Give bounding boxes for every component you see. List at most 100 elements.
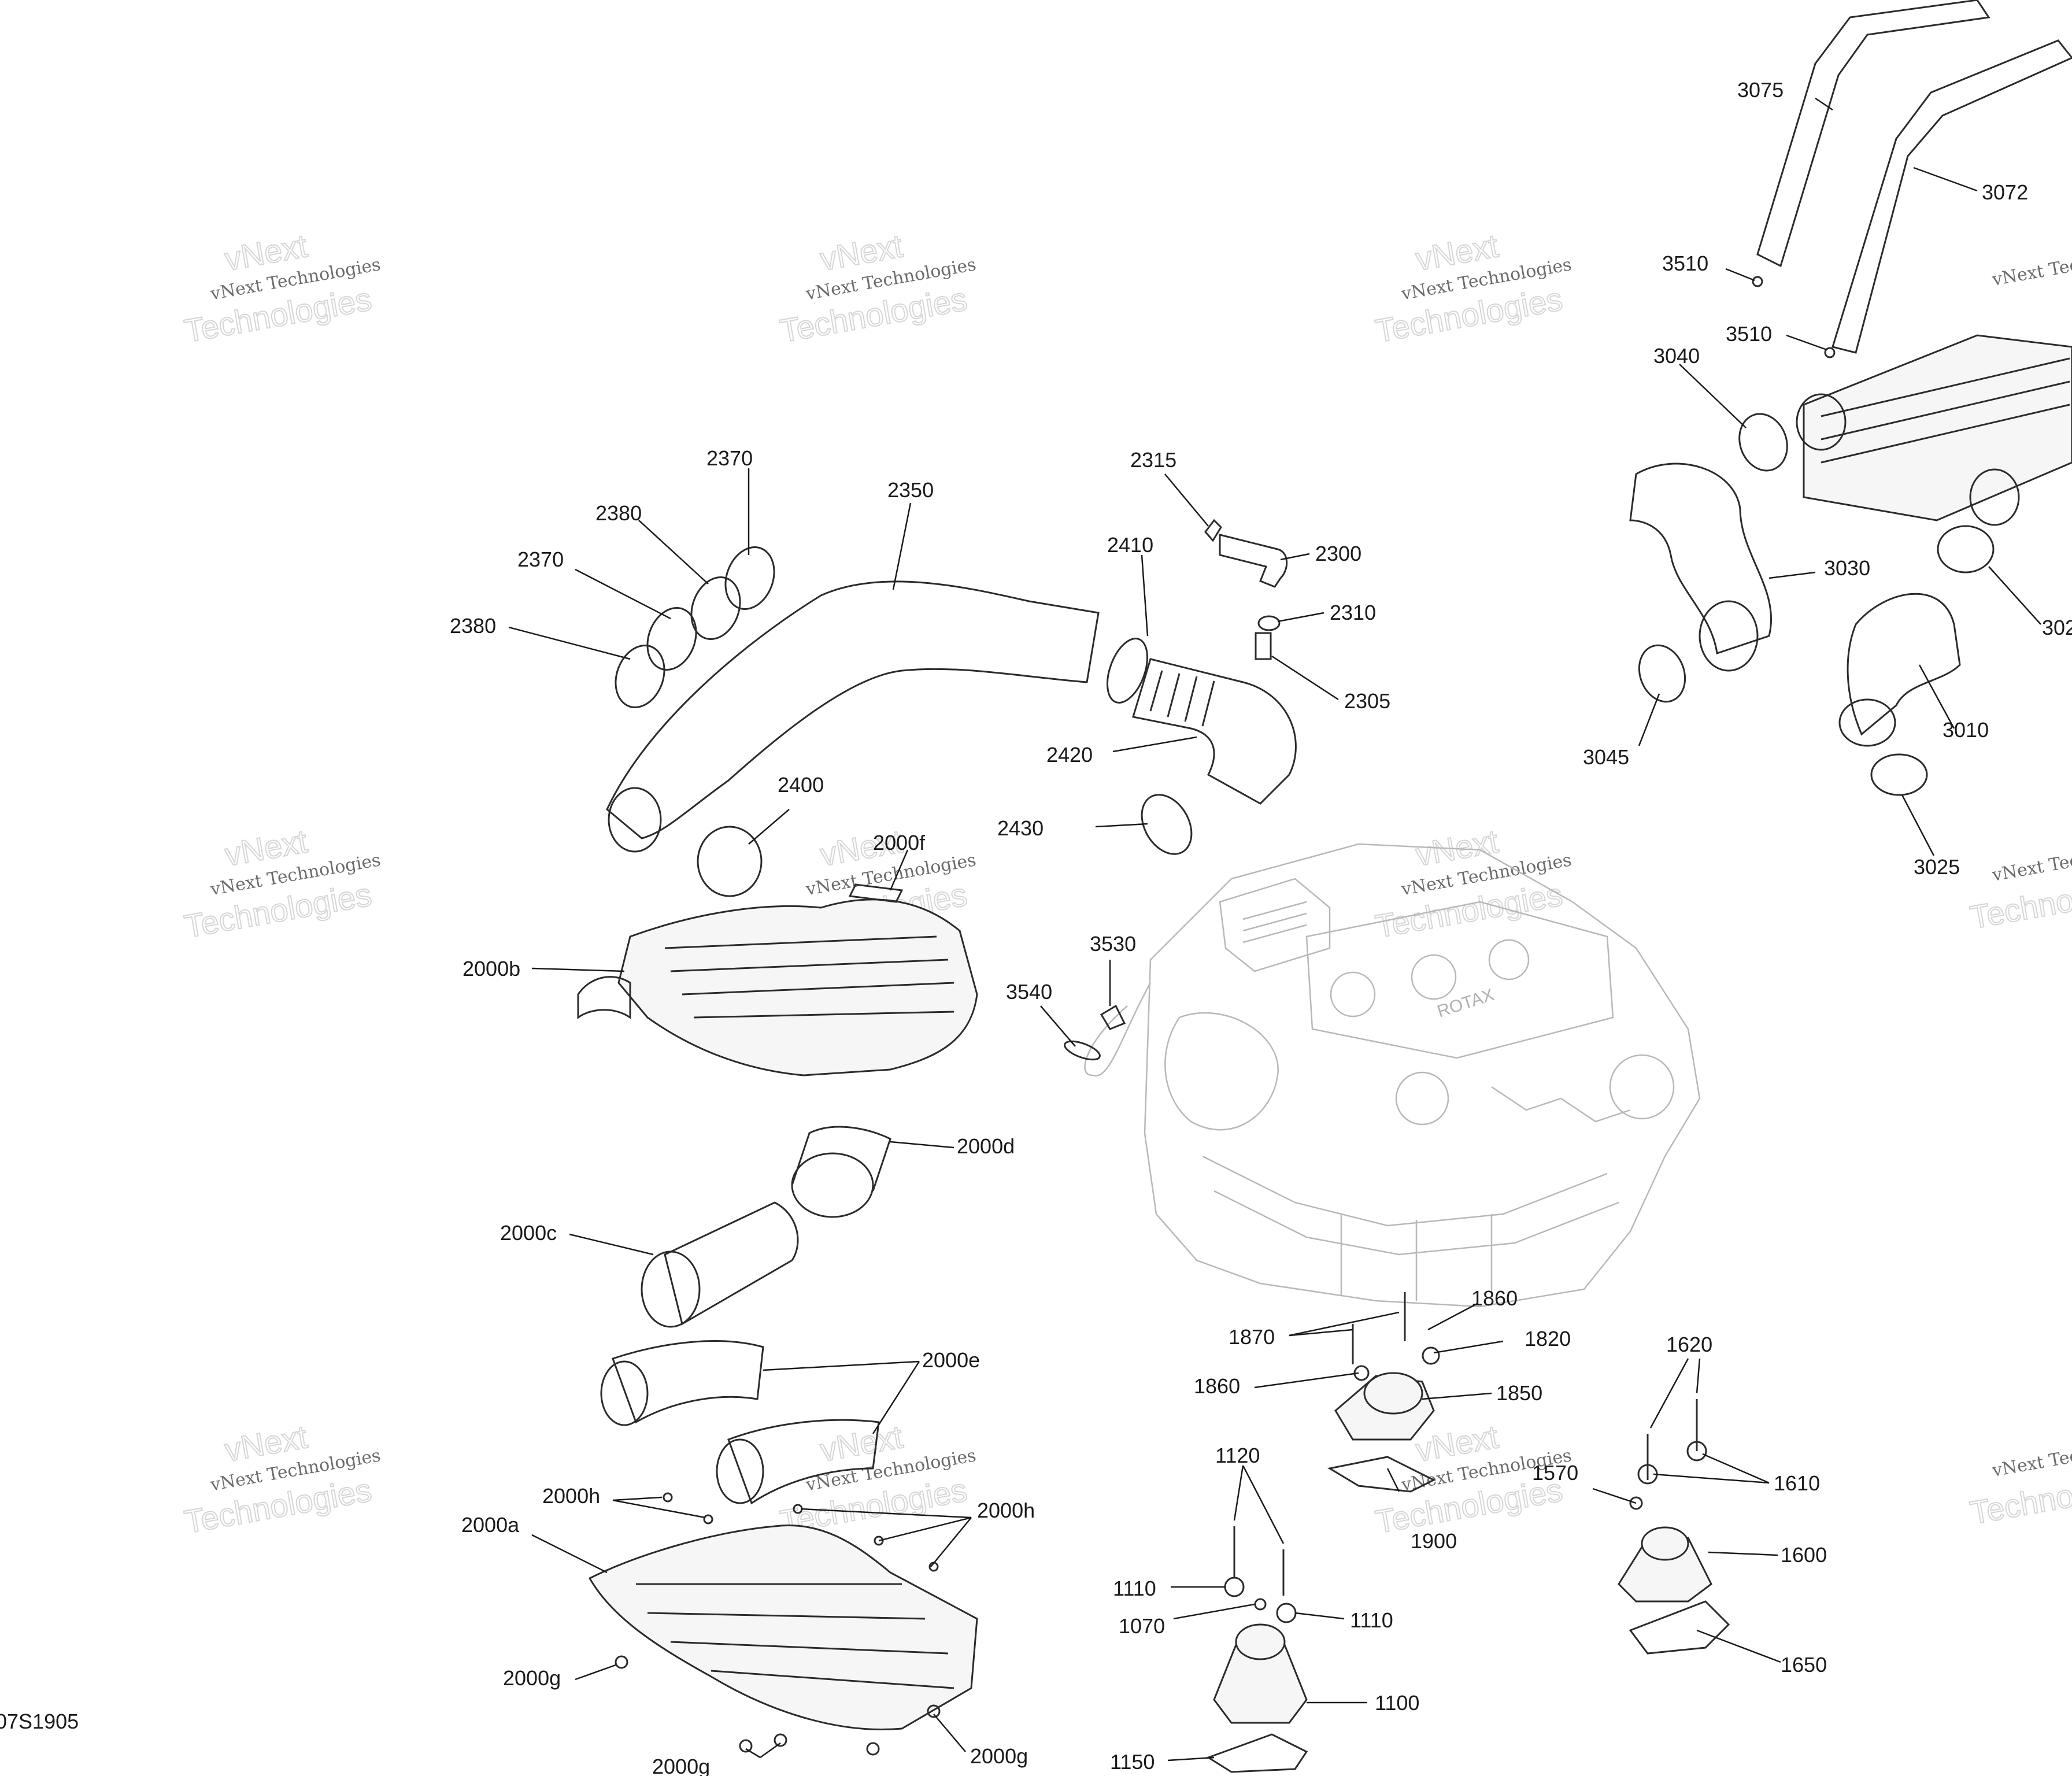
- strap-3075: [1756, 0, 1990, 268]
- watermark: Technologies vNext Technologies vNext: [776, 227, 978, 350]
- callout-3540: 3540: [1006, 980, 1052, 1004]
- clamp-3045: [1638, 644, 1686, 703]
- callout-1110-b: 1110: [1350, 1608, 1393, 1632]
- clip-3510: [1752, 276, 1763, 287]
- callout-1650: 1650: [1781, 1653, 1827, 1677]
- strap-3072: [1832, 39, 2072, 354]
- callout-labels: 2370 2380 2370 2380 2350 2400 2315 2300 …: [450, 78, 2072, 1776]
- callout-3072: 3072: [1982, 180, 2028, 204]
- callout-2420: 2420: [1046, 743, 1093, 767]
- callout-2305: 2305: [1344, 689, 1390, 713]
- callout-2310: 2310: [1330, 601, 1376, 624]
- callout-2000h-b: 2000h: [977, 1498, 1035, 1522]
- callout-3040: 3040: [1653, 344, 1700, 368]
- callout-1860-a: 1860: [1471, 1286, 1518, 1310]
- callout-2000c: 2000c: [500, 1221, 557, 1245]
- callout-3510-a: 3510: [1662, 251, 1708, 275]
- callout-1600: 1600: [1781, 1543, 1827, 1567]
- elbow-2000e: [727, 1419, 880, 1505]
- callout-1820: 1820: [1525, 1327, 1571, 1350]
- clamp-ring: [690, 576, 741, 640]
- screw: [739, 1739, 753, 1753]
- callout-2430: 2430: [997, 816, 1044, 840]
- plate-1900: [1327, 1456, 1436, 1493]
- watermark-text: vNext Technologies: [1990, 1431, 2072, 1481]
- clamp-3020: [1937, 525, 1995, 574]
- clamp-2430: [1141, 794, 1193, 855]
- callout-2370-b: 2370: [517, 547, 564, 571]
- duct-2000c: [664, 1201, 799, 1326]
- watermark: Technologies vNext Technologies vNext: [1372, 822, 1573, 945]
- callout-2400: 2400: [778, 773, 824, 797]
- callout-2000g-b: 2000g: [652, 1755, 710, 1776]
- callout-1860-b: 1860: [1194, 1374, 1240, 1398]
- sleeve-2000d: [791, 1152, 874, 1218]
- callout-2000f: 2000f: [873, 831, 926, 854]
- callout-1120: 1120: [1215, 1444, 1260, 1467]
- airbox-tray-2000a: [588, 1525, 978, 1731]
- clamp-3040: [1738, 413, 1788, 472]
- watermark: Technologies vNext Technologies vNext: [776, 1418, 978, 1541]
- hose-2300: [1219, 534, 1288, 588]
- callout-1620: 1620: [1666, 1333, 1712, 1356]
- callout-3045: 3045: [1583, 745, 1629, 769]
- screw: [615, 1655, 628, 1669]
- callout-2000b: 2000b: [462, 957, 520, 980]
- watermark: Technologies vNext Technologies vNext: [181, 822, 382, 945]
- callout-2000g-a: 2000g: [503, 1666, 561, 1690]
- callout-3025: 3025: [1914, 855, 1960, 879]
- callout-1570: 1570: [1532, 1461, 1578, 1485]
- callout-2410: 2410: [1107, 533, 1153, 557]
- callout-3075: 3075: [1737, 78, 1784, 102]
- callout-1100: 1100: [1375, 1691, 1419, 1715]
- callout-2315: 2315: [1130, 448, 1176, 472]
- callout-1070: 1070: [1119, 1614, 1165, 1638]
- callout-2000e: 2000e: [922, 1348, 980, 1372]
- watermark: vNext Technologies Technologies: [1967, 1431, 2072, 1532]
- leader-lines: [508, 97, 2041, 1762]
- watermark: Technologies vNext Technologies vNext: [1372, 227, 1573, 350]
- clip-3510: [1824, 347, 1836, 358]
- watermark: vNext Technologies Technologies: [1967, 836, 2072, 937]
- callout-2370-a: 2370: [706, 446, 753, 470]
- parts: [577, 0, 2072, 1773]
- callout-3030: 3030: [1824, 556, 1870, 580]
- callout-1850: 1850: [1496, 1381, 1542, 1405]
- clamp-ring: [615, 645, 665, 708]
- callout-2000a: 2000a: [461, 1513, 520, 1537]
- callout-3530: 3530: [1090, 932, 1136, 956]
- callout-2300: 2300: [1315, 542, 1361, 565]
- screw: [703, 1514, 713, 1525]
- clip-3530: [1100, 1004, 1126, 1030]
- callout-1870: 1870: [1229, 1325, 1275, 1349]
- callout-3020: 302: [2042, 616, 2072, 639]
- callout-1150: 1150: [1110, 1750, 1155, 1774]
- connector-2305: [1255, 632, 1272, 660]
- screw: [874, 1536, 884, 1546]
- watermark: Technologies vNext Technologies vNext: [181, 1418, 382, 1541]
- callout-2380-a: 2380: [595, 501, 642, 525]
- airbox-cover-2000b: [617, 898, 978, 1076]
- callout-3510-b: 3510: [1726, 322, 1772, 346]
- screw: [663, 1492, 673, 1503]
- clamp-ring: [646, 607, 697, 671]
- clamp-2310: [1257, 615, 1281, 631]
- diagram-id: 07S1905: [0, 1710, 79, 1733]
- gasket-2400: [697, 826, 763, 897]
- tag-2000f: [848, 883, 904, 903]
- callout-1110-a: 1110: [1113, 1577, 1156, 1600]
- callout-1900: 1900: [1411, 1529, 1457, 1553]
- watermark-text: vNext Technologies: [1990, 240, 2072, 290]
- hose-3030: [1629, 462, 1773, 654]
- screw: [866, 1742, 880, 1756]
- clamp-3025: [1870, 753, 1928, 796]
- outlet-tube-end: [608, 787, 662, 853]
- watermark: Technologies vNext Technologies vNext: [181, 227, 382, 350]
- outlet-tube-2350: [606, 580, 1100, 839]
- hose-3010: [1847, 593, 1961, 736]
- plate-1650: [1629, 1600, 1730, 1655]
- elbow-2000e: [612, 1340, 764, 1424]
- oring-3540: [1064, 1040, 1101, 1061]
- screw: [774, 1733, 787, 1747]
